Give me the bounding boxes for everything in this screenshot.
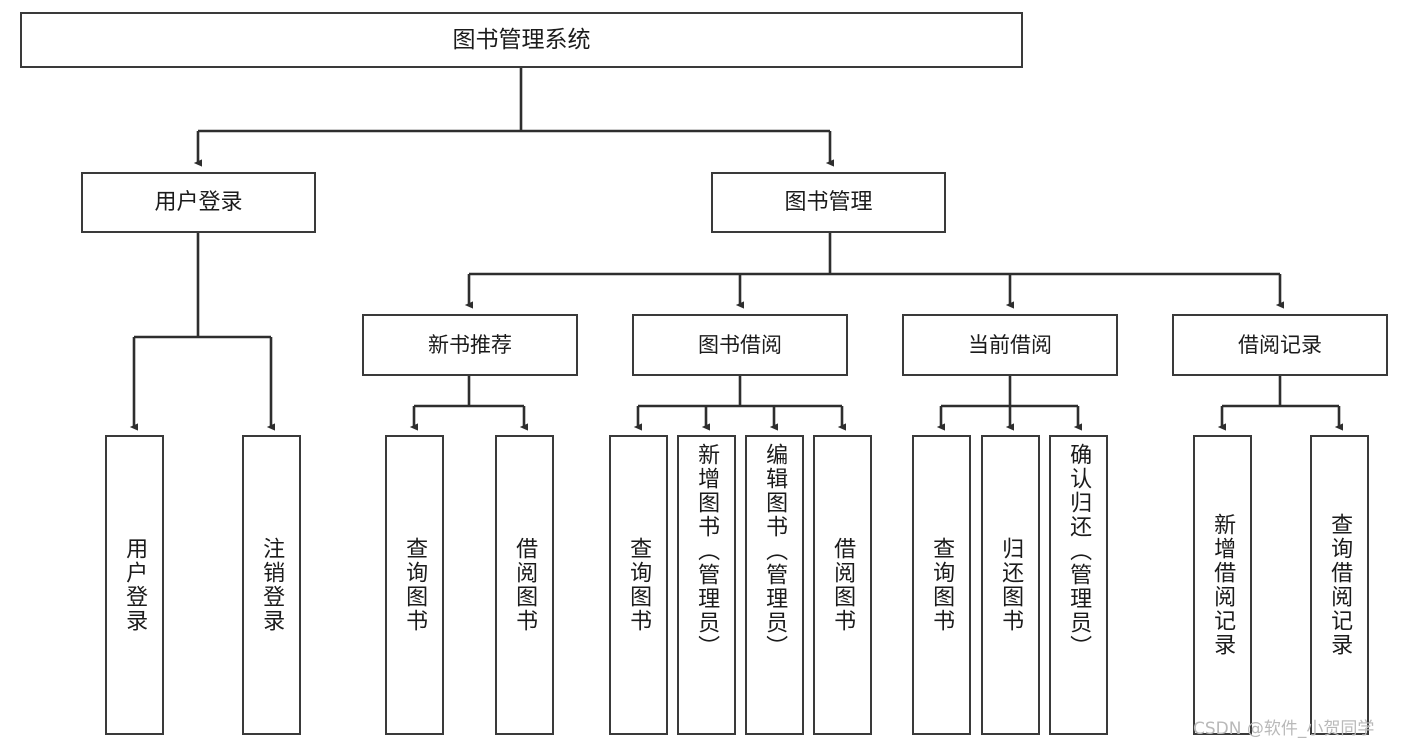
- node-label: 新书推荐: [428, 332, 512, 357]
- node-label: 归还图书: [998, 537, 1024, 633]
- node-user-login[interactable]: 用户登录: [81, 172, 316, 233]
- node-label: 借阅记录: [1238, 332, 1322, 357]
- leaf-query-book-2[interactable]: 查询图书: [609, 435, 668, 735]
- node-label: 当前借阅: [968, 332, 1052, 357]
- leaf-borrow-book-1[interactable]: 借阅图书: [495, 435, 554, 735]
- leaf-query-borrow-record[interactable]: 查询借阅记录: [1310, 435, 1369, 735]
- leaf-return-book[interactable]: 归还图书: [981, 435, 1040, 735]
- node-label: 借阅图书: [512, 537, 538, 633]
- leaf-add-book[interactable]: 新增图书（管理员）: [677, 435, 736, 735]
- leaf-edit-book[interactable]: 编辑图书（管理员）: [745, 435, 804, 735]
- leaf-query-book-3[interactable]: 查询图书: [912, 435, 971, 735]
- node-label: 查询图书: [929, 537, 955, 633]
- leaf-add-borrow-record[interactable]: 新增借阅记录: [1193, 435, 1252, 735]
- leaf-user-logout[interactable]: 注销登录: [242, 435, 301, 735]
- node-label: 查询图书: [402, 537, 428, 633]
- node-label: 确认归还（管理员）: [1066, 443, 1092, 659]
- leaf-user-login[interactable]: 用户登录: [105, 435, 164, 735]
- node-label: 图书管理系统: [452, 26, 591, 53]
- leaf-borrow-book-2[interactable]: 借阅图书: [813, 435, 872, 735]
- node-label: 用户登录: [154, 189, 243, 215]
- node-borrow-record[interactable]: 借阅记录: [1172, 314, 1388, 376]
- node-book-borrow[interactable]: 图书借阅: [632, 314, 848, 376]
- watermark: CSDN @软件_小贺同学: [1193, 719, 1375, 739]
- node-label: 注销登录: [259, 537, 285, 633]
- node-new-book-recommend[interactable]: 新书推荐: [362, 314, 578, 376]
- node-book-management[interactable]: 图书管理: [711, 172, 946, 233]
- node-root-book-management-system[interactable]: 图书管理系统: [20, 12, 1023, 68]
- leaf-query-book-1[interactable]: 查询图书: [385, 435, 444, 735]
- node-label: 用户登录: [122, 537, 148, 633]
- node-label: 编辑图书（管理员）: [762, 443, 788, 659]
- node-current-borrow[interactable]: 当前借阅: [902, 314, 1118, 376]
- node-label: 查询图书: [626, 537, 652, 633]
- node-label: 新增借阅记录: [1210, 513, 1236, 657]
- node-label: 图书借阅: [698, 332, 782, 357]
- leaf-confirm-return[interactable]: 确认归还（管理员）: [1049, 435, 1108, 735]
- node-label: 图书管理: [784, 189, 873, 215]
- node-label: 查询借阅记录: [1327, 513, 1353, 657]
- node-label: 借阅图书: [830, 537, 856, 633]
- node-label: 新增图书（管理员）: [694, 443, 720, 659]
